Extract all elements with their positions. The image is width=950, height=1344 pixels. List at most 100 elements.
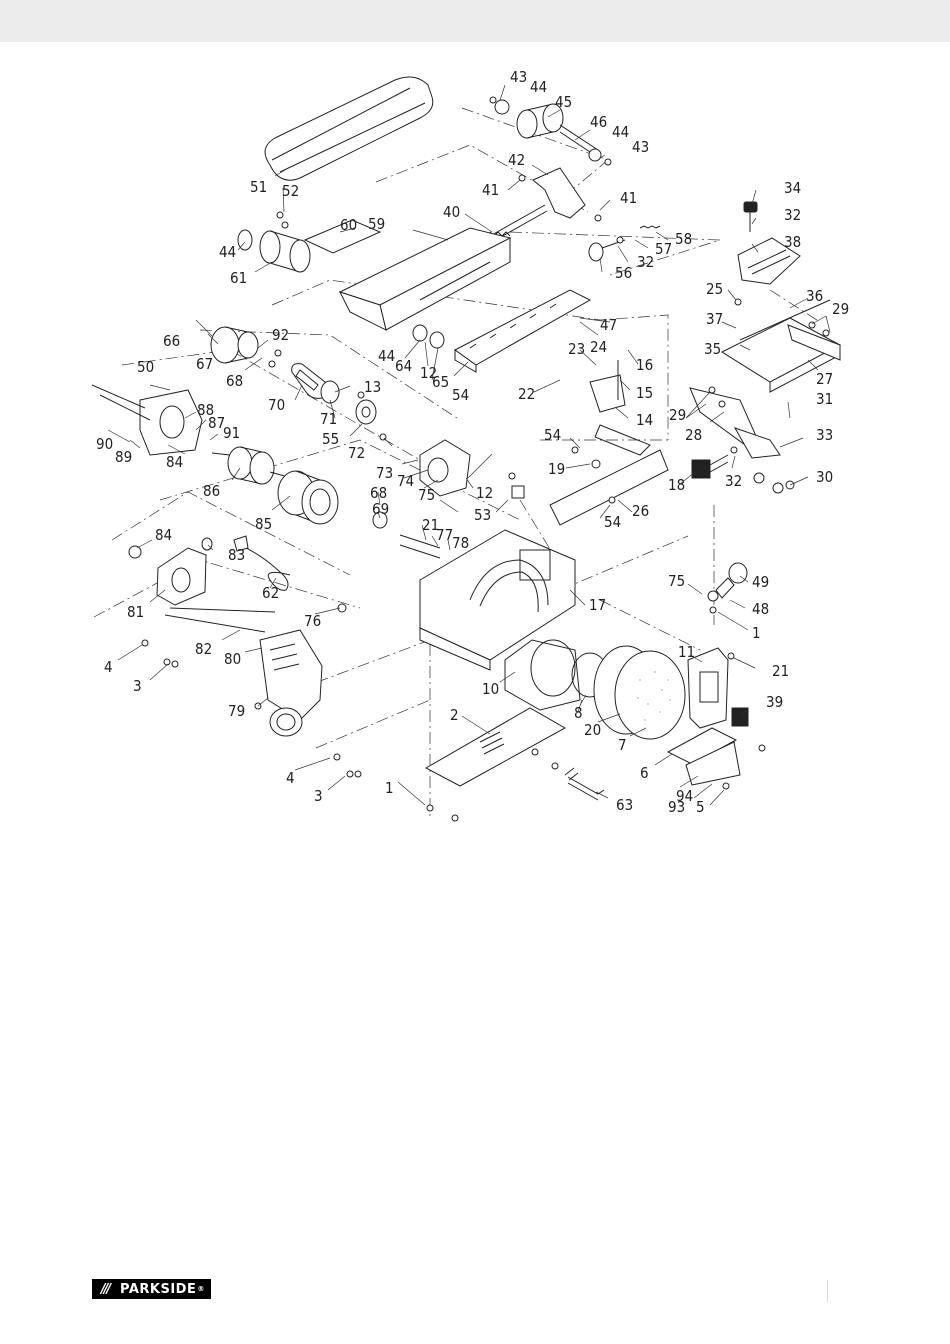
dust-port bbox=[259, 629, 323, 737]
idler-roller bbox=[489, 96, 612, 166]
callout-32-c: 32 bbox=[725, 472, 742, 490]
callout-53: 53 bbox=[474, 506, 491, 524]
callout-29: 29 bbox=[832, 300, 849, 318]
callout-43-b: 43 bbox=[632, 138, 649, 156]
callout-1-b: 1 bbox=[385, 779, 394, 797]
callout-62: 62 bbox=[262, 584, 279, 602]
motor-rotor bbox=[211, 446, 293, 485]
callout-41: 41 bbox=[482, 181, 499, 199]
callout-84: 84 bbox=[166, 453, 183, 471]
callout-81: 81 bbox=[127, 603, 144, 621]
callout-80: 80 bbox=[224, 650, 241, 668]
callout-40: 40 bbox=[443, 203, 460, 221]
fasteners bbox=[141, 298, 830, 822]
parkside-logo: /// PARKSIDE® bbox=[92, 1279, 211, 1299]
callout-41-b: 41 bbox=[620, 189, 637, 207]
callout-54-b: 54 bbox=[544, 426, 561, 444]
callout-68-b: 68 bbox=[370, 484, 387, 502]
callout-47: 47 bbox=[600, 316, 617, 334]
callout-91: 91 bbox=[223, 424, 240, 442]
callout-28: 28 bbox=[685, 426, 702, 444]
logo-registered-mark: ® bbox=[197, 1285, 205, 1293]
long-bolts bbox=[164, 607, 276, 633]
callout-labels: 43 44 45 46 44 43 42 41 41 40 59 52 60 5… bbox=[96, 68, 849, 816]
logo-wordmark: PARKSIDE® bbox=[118, 1279, 211, 1299]
callout-64: 64 bbox=[395, 357, 412, 375]
callout-29-b: 29 bbox=[669, 406, 686, 424]
terminal-block bbox=[731, 707, 749, 727]
callout-8: 8 bbox=[574, 704, 583, 722]
callout-2: 2 bbox=[450, 706, 459, 724]
bearings bbox=[412, 324, 445, 349]
small-bushings bbox=[372, 511, 441, 559]
callout-32: 32 bbox=[784, 206, 801, 224]
callout-21-b: 21 bbox=[772, 662, 789, 680]
callout-59: 59 bbox=[368, 215, 385, 233]
callout-37: 37 bbox=[706, 310, 723, 328]
drive-housing bbox=[419, 439, 471, 497]
callout-13: 13 bbox=[364, 378, 381, 396]
callout-20: 20 bbox=[584, 721, 601, 739]
callout-24: 24 bbox=[590, 338, 607, 356]
callout-36: 36 bbox=[806, 287, 823, 305]
power-cord bbox=[233, 535, 291, 591]
callout-63: 63 bbox=[616, 796, 633, 814]
callout-79: 79 bbox=[228, 702, 245, 720]
callout-86: 86 bbox=[203, 482, 220, 500]
sanding-belt bbox=[264, 76, 434, 181]
callout-60: 60 bbox=[340, 216, 357, 234]
callout-16: 16 bbox=[636, 356, 653, 374]
disc-mount bbox=[504, 639, 609, 711]
callout-92: 92 bbox=[272, 326, 289, 344]
callout-72: 72 bbox=[348, 444, 365, 462]
callout-27: 27 bbox=[816, 370, 833, 388]
callout-94: 94 bbox=[676, 787, 693, 805]
callout-44-c: 44 bbox=[219, 243, 236, 261]
callout-76: 76 bbox=[304, 612, 321, 630]
callout-83: 83 bbox=[228, 546, 245, 564]
callout-4-b: 4 bbox=[286, 769, 295, 787]
callout-56: 56 bbox=[615, 264, 632, 282]
callout-32-b: 32 bbox=[637, 253, 654, 271]
callout-11: 11 bbox=[678, 643, 695, 661]
callout-31: 31 bbox=[816, 390, 833, 408]
callout-22: 22 bbox=[518, 385, 535, 403]
callout-1: 1 bbox=[752, 624, 761, 642]
callout-34: 34 bbox=[784, 179, 801, 197]
callout-85: 85 bbox=[255, 515, 272, 533]
callout-12: 12 bbox=[420, 364, 437, 382]
motor-end-cover bbox=[210, 326, 259, 364]
sanding-disc bbox=[593, 645, 686, 740]
callout-69: 69 bbox=[372, 500, 389, 518]
callout-7: 7 bbox=[618, 736, 627, 754]
callout-44-d: 44 bbox=[378, 347, 395, 365]
callout-33: 33 bbox=[816, 426, 833, 444]
callout-65: 65 bbox=[432, 373, 449, 391]
callout-57: 57 bbox=[655, 240, 672, 258]
callout-6: 6 bbox=[640, 764, 649, 782]
header-band bbox=[0, 0, 950, 42]
callout-71: 71 bbox=[320, 410, 337, 428]
callout-51: 51 bbox=[250, 178, 267, 196]
callout-50: 50 bbox=[137, 358, 154, 376]
callout-5: 5 bbox=[696, 798, 705, 816]
callout-21: 21 bbox=[422, 516, 439, 534]
dust-chute bbox=[666, 727, 741, 786]
callout-68: 68 bbox=[226, 372, 243, 390]
callout-88: 88 bbox=[197, 401, 214, 419]
tension-bracket bbox=[518, 167, 602, 222]
callout-38: 38 bbox=[784, 233, 801, 251]
callout-39: 39 bbox=[766, 693, 783, 711]
switch bbox=[691, 454, 729, 479]
callout-61: 61 bbox=[230, 269, 247, 287]
belt-guard bbox=[454, 289, 592, 373]
drive-drum bbox=[237, 211, 382, 273]
callout-49: 49 bbox=[752, 573, 769, 591]
callout-10: 10 bbox=[482, 680, 499, 698]
pulley bbox=[355, 399, 377, 425]
belt-frame bbox=[338, 227, 512, 331]
callout-75-b: 75 bbox=[668, 572, 685, 590]
frame-bracket bbox=[549, 360, 669, 526]
callout-75: 75 bbox=[418, 486, 435, 504]
